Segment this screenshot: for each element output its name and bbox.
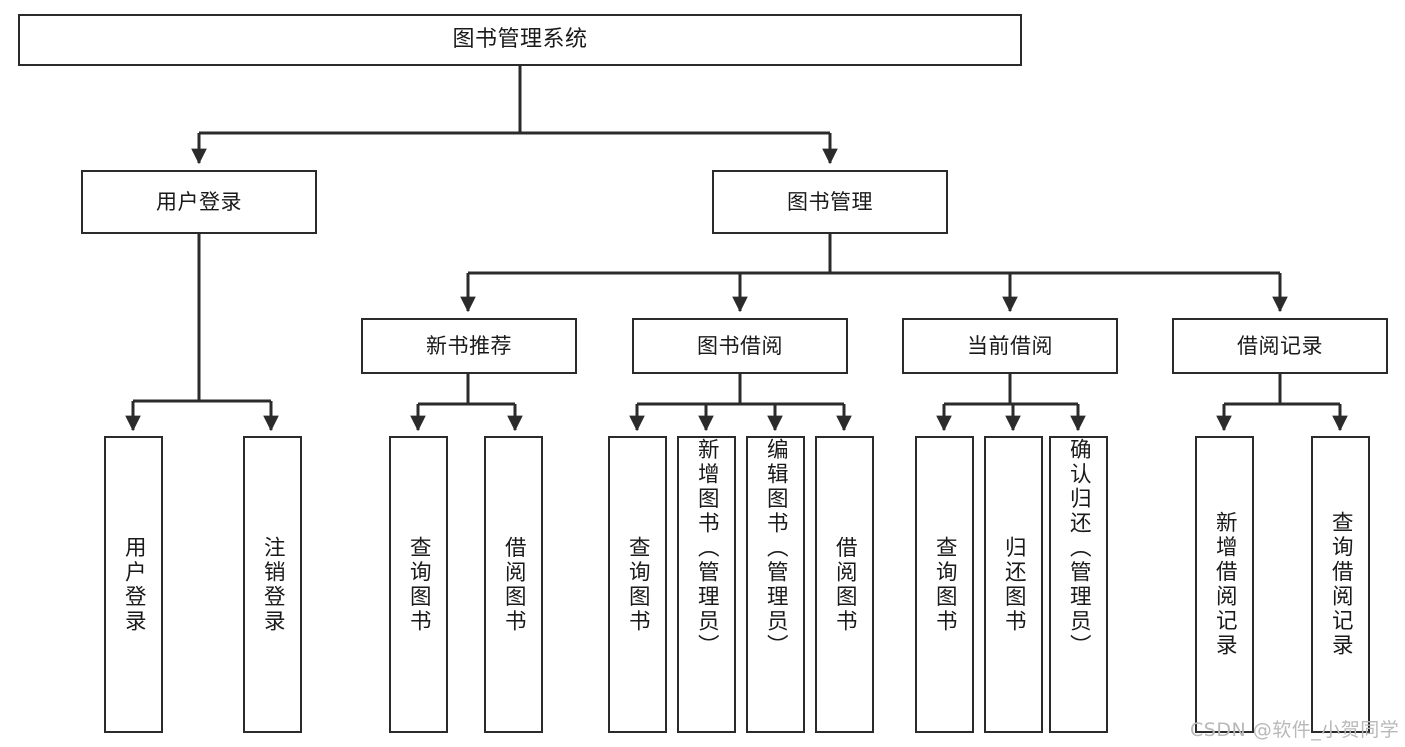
node-leaf-borrow-book-1[interactable]: 借阅图书 — [484, 436, 543, 733]
node-leaf-confirm-return-admin[interactable]: 确认归还（管理员） — [1049, 436, 1108, 733]
node-leaf-return-book-label: 归还图书 — [1001, 535, 1027, 634]
node-current-borrow[interactable]: 当前借阅 — [902, 318, 1118, 374]
node-leaf-borrow-book-2-label: 借阅图书 — [832, 535, 858, 634]
node-leaf-query-book-3-label: 查询图书 — [932, 535, 958, 634]
node-login[interactable]: 用户登录 — [81, 170, 317, 234]
node-leaf-add-book-admin[interactable]: 新增图书（管理员） — [677, 436, 736, 733]
csdn-watermark: CSDN @软件_小贺同学 — [1190, 719, 1400, 741]
node-root-label: 图书管理系统 — [452, 27, 588, 53]
node-leaf-query-book-3[interactable]: 查询图书 — [915, 436, 974, 733]
node-leaf-query-book-2[interactable]: 查询图书 — [608, 436, 667, 733]
node-leaf-query-borrow-record-label: 查询借阅记录 — [1328, 511, 1354, 658]
node-leaf-user-login-label: 用户登录 — [121, 535, 147, 634]
node-leaf-edit-book-admin-label: 编辑图书（管理员） — [763, 438, 789, 659]
node-current-borrow-label: 当前借阅 — [967, 333, 1053, 358]
node-borrow-records-label: 借阅记录 — [1237, 333, 1323, 358]
node-root[interactable]: 图书管理系统 — [18, 14, 1022, 66]
node-leaf-borrow-book-1-label: 借阅图书 — [501, 535, 527, 634]
node-leaf-add-borrow-record[interactable]: 新增借阅记录 — [1195, 436, 1254, 733]
node-book-borrow[interactable]: 图书借阅 — [632, 318, 848, 374]
node-book-management-label: 图书管理 — [787, 189, 873, 214]
node-leaf-confirm-return-admin-label: 确认归还（管理员） — [1066, 438, 1092, 659]
node-new-book-recommend[interactable]: 新书推荐 — [361, 318, 577, 374]
node-leaf-query-book-1-label: 查询图书 — [406, 535, 432, 634]
node-login-label: 用户登录 — [156, 189, 242, 214]
node-new-book-recommend-label: 新书推荐 — [426, 333, 512, 358]
node-leaf-borrow-book-2[interactable]: 借阅图书 — [815, 436, 874, 733]
node-leaf-query-borrow-record[interactable]: 查询借阅记录 — [1311, 436, 1370, 733]
node-leaf-add-book-admin-label: 新增图书（管理员） — [694, 438, 720, 659]
node-leaf-logout[interactable]: 注销登录 — [243, 436, 302, 733]
node-leaf-user-login[interactable]: 用户登录 — [104, 436, 163, 733]
node-leaf-return-book[interactable]: 归还图书 — [984, 436, 1043, 733]
node-leaf-add-borrow-record-label: 新增借阅记录 — [1212, 511, 1238, 658]
node-leaf-logout-label: 注销登录 — [260, 535, 286, 634]
node-book-borrow-label: 图书借阅 — [697, 333, 783, 358]
node-leaf-edit-book-admin[interactable]: 编辑图书（管理员） — [746, 436, 805, 733]
node-leaf-query-book-2-label: 查询图书 — [625, 535, 651, 634]
node-leaf-query-book-1[interactable]: 查询图书 — [389, 436, 448, 733]
node-book-management[interactable]: 图书管理 — [712, 170, 948, 234]
node-borrow-records[interactable]: 借阅记录 — [1172, 318, 1388, 374]
